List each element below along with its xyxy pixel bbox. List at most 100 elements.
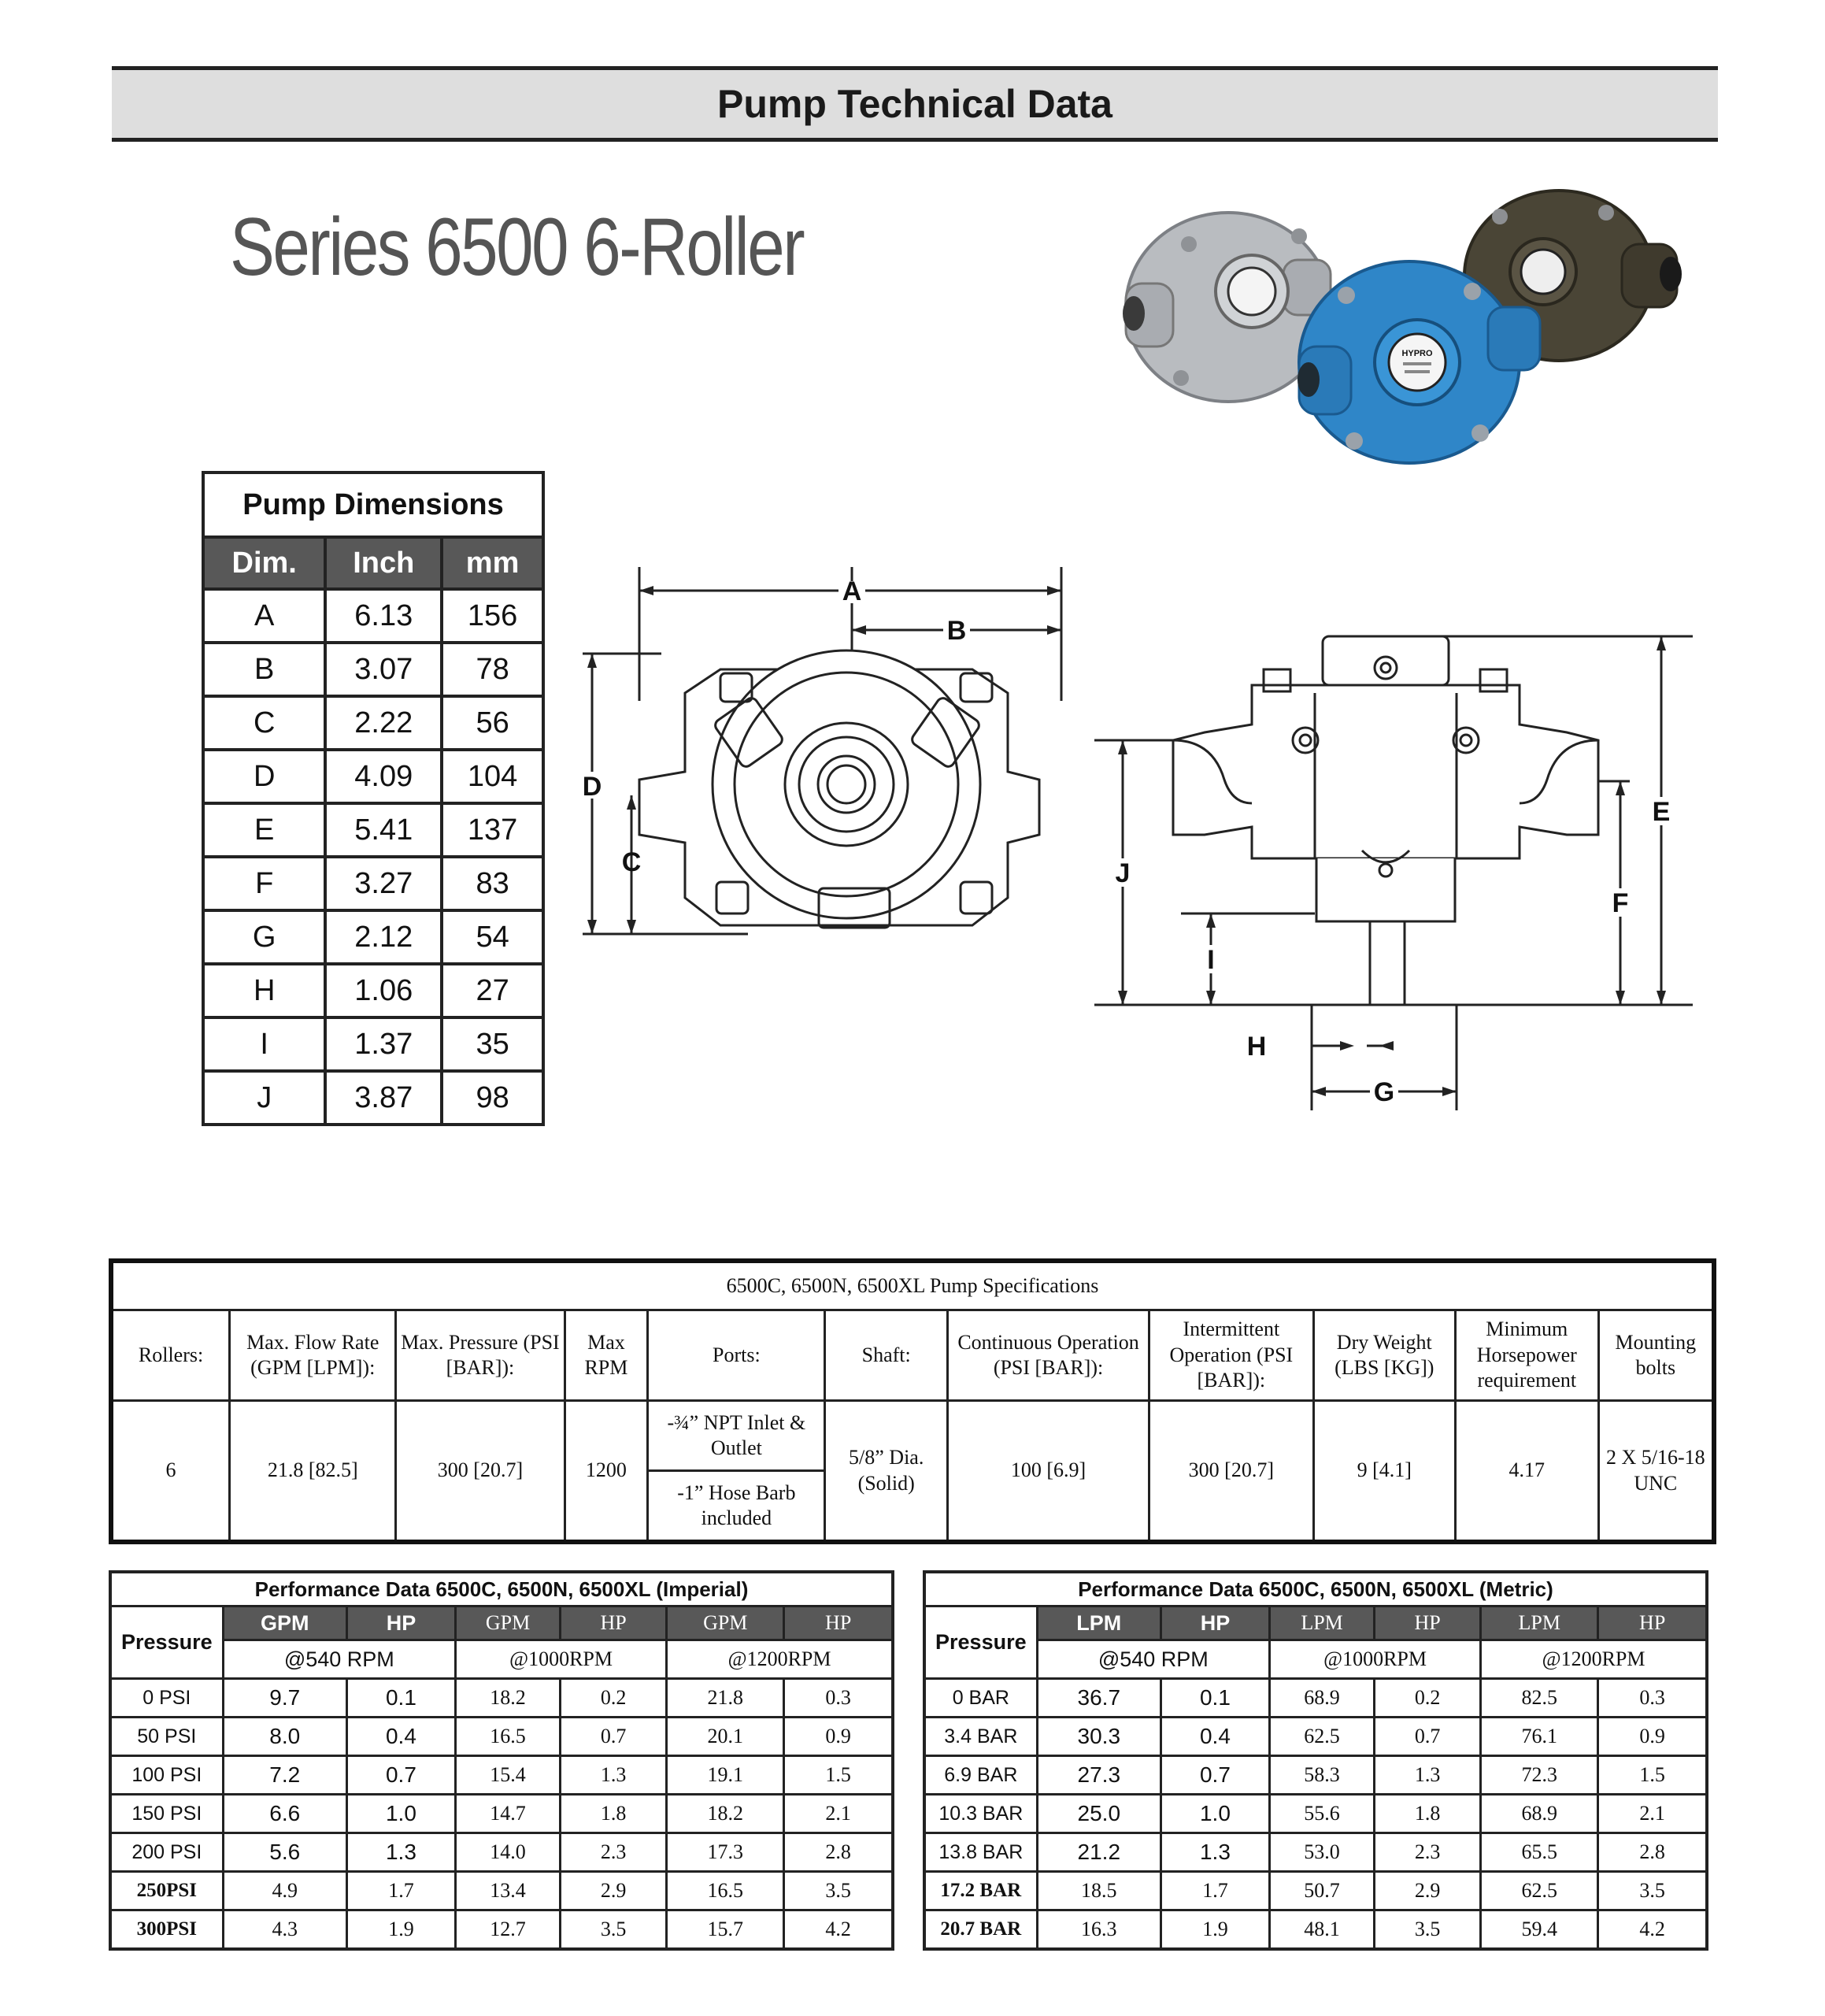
horsepower-header: Minimum Horsepower requirement: [1453, 1309, 1600, 1402]
pressure-cell: 200 PSI: [109, 1832, 224, 1873]
lpm-header: LPM: [1035, 1605, 1162, 1641]
dim-cell: J: [201, 1069, 328, 1126]
dim-cell: H: [201, 962, 328, 1019]
value-cell: 1.5: [1597, 1755, 1708, 1796]
label-f: F: [1612, 888, 1629, 918]
value-cell: 1.3: [559, 1755, 668, 1796]
inch-cell: 3.27: [324, 855, 444, 912]
weight-value: 9 [4.1]: [1312, 1399, 1457, 1544]
inch-cell: 5.41: [324, 802, 444, 858]
value-cell: 1.8: [559, 1793, 668, 1834]
inch-cell: 4.09: [324, 748, 444, 805]
rpm-1200-header: @1200RPM: [665, 1639, 894, 1680]
pressure-cell: 0 BAR: [923, 1677, 1038, 1718]
pressure-cell: 50 PSI: [109, 1716, 224, 1757]
value-cell: 9.7: [221, 1677, 348, 1718]
value-cell: 8.0: [221, 1716, 348, 1757]
value-cell: 50.7: [1268, 1870, 1376, 1911]
gpm-header: GPM: [454, 1605, 562, 1641]
value-cell: 12.7: [454, 1909, 562, 1951]
dim-cell: G: [201, 909, 328, 965]
value-cell: 1.7: [1159, 1870, 1272, 1911]
imperial-title: Performance Data 6500C, 6500N, 6500XL (I…: [109, 1570, 894, 1607]
value-cell: 1.5: [783, 1755, 894, 1796]
dimensions-caption: Pump Dimensions: [202, 471, 545, 539]
value-cell: 2.8: [783, 1832, 894, 1873]
pressure-cell: 3.4 BAR: [923, 1716, 1038, 1757]
value-cell: 2.1: [783, 1793, 894, 1834]
value-cell: 0.1: [345, 1677, 457, 1718]
value-cell: 1.0: [1159, 1793, 1272, 1834]
value-cell: 25.0: [1035, 1793, 1162, 1834]
value-cell: 2.3: [559, 1832, 668, 1873]
mm-cell: 98: [440, 1069, 545, 1126]
label-h: H: [1247, 1032, 1267, 1062]
pressure-cell: 6.9 BAR: [923, 1755, 1038, 1796]
inch-cell: 2.22: [324, 695, 444, 751]
dim-cell: C: [201, 695, 328, 751]
performance-metric-table: Performance Data 6500C, 6500N, 6500XL (M…: [923, 1570, 1708, 1951]
value-cell: 2.9: [1373, 1870, 1483, 1911]
rpm-1000-header: @1000RPM: [454, 1639, 668, 1680]
horsepower-value: 4.17: [1453, 1399, 1600, 1544]
rpm-header: Max RPM: [563, 1309, 650, 1402]
inch-cell: 3.07: [324, 641, 444, 698]
blue-pump-icon: HYPRO: [1297, 260, 1542, 465]
hp-header: HP: [1159, 1605, 1272, 1641]
value-cell: 59.4: [1479, 1909, 1600, 1951]
value-cell: 3.5: [1373, 1909, 1483, 1951]
value-cell: 6.6: [221, 1793, 348, 1834]
mm-cell: 137: [440, 802, 545, 858]
label-e: E: [1653, 797, 1671, 827]
gpm-header: GPM: [221, 1605, 348, 1641]
hp-header: HP: [1373, 1605, 1483, 1641]
inch-cell: 1.37: [324, 1016, 444, 1073]
label-d: D: [583, 772, 602, 802]
value-cell: 58.3: [1268, 1755, 1376, 1796]
value-cell: 14.7: [454, 1793, 562, 1834]
header-banner: Pump Technical Data: [112, 66, 1718, 142]
value-cell: 21.8: [665, 1677, 786, 1718]
value-cell: 0.2: [559, 1677, 668, 1718]
value-cell: 62.5: [1479, 1870, 1600, 1911]
pressure-cell: 20.7 BAR: [923, 1909, 1038, 1951]
value-cell: 82.5: [1479, 1677, 1600, 1718]
value-cell: 0.7: [345, 1755, 457, 1796]
value-cell: 4.3: [221, 1909, 348, 1951]
value-cell: 7.2: [221, 1755, 348, 1796]
inch-header: Inch: [324, 536, 444, 591]
mm-cell: 54: [440, 909, 545, 965]
pressure-header: Max. Pressure (PSI [BAR]):: [394, 1309, 566, 1402]
pressure-cell: 100 PSI: [109, 1755, 224, 1796]
shaft-value: 5/8” Dia. (Solid): [824, 1399, 949, 1544]
value-cell: 16.5: [665, 1870, 786, 1911]
value-cell: 68.9: [1479, 1793, 1600, 1834]
value-cell: 3.5: [1597, 1870, 1708, 1911]
value-cell: 21.2: [1035, 1832, 1162, 1873]
value-cell: 68.9: [1268, 1677, 1376, 1718]
rollers-header: Rollers:: [109, 1309, 231, 1402]
dim-cell: F: [201, 855, 328, 912]
value-cell: 1.7: [345, 1870, 457, 1911]
bolts-value: 2 X 5/16-18 UNC: [1597, 1399, 1716, 1544]
value-cell: 4.2: [783, 1909, 894, 1951]
specifications-table: 6500C, 6500N, 6500XL Pump Specifications…: [109, 1258, 1716, 1544]
brand-label: HYPRO: [1401, 349, 1433, 358]
page-title: Pump Technical Data: [717, 82, 1112, 126]
lpm-header: LPM: [1268, 1605, 1376, 1641]
value-cell: 5.6: [221, 1832, 348, 1873]
value-cell: 13.4: [454, 1870, 562, 1911]
metric-title: Performance Data 6500C, 6500N, 6500XL (M…: [923, 1570, 1708, 1607]
rpm-540-header: @540 RPM: [1035, 1639, 1272, 1680]
ports-header: Ports:: [646, 1309, 827, 1402]
value-cell: 18.2: [665, 1793, 786, 1834]
silver-pump-icon: [1123, 211, 1332, 403]
